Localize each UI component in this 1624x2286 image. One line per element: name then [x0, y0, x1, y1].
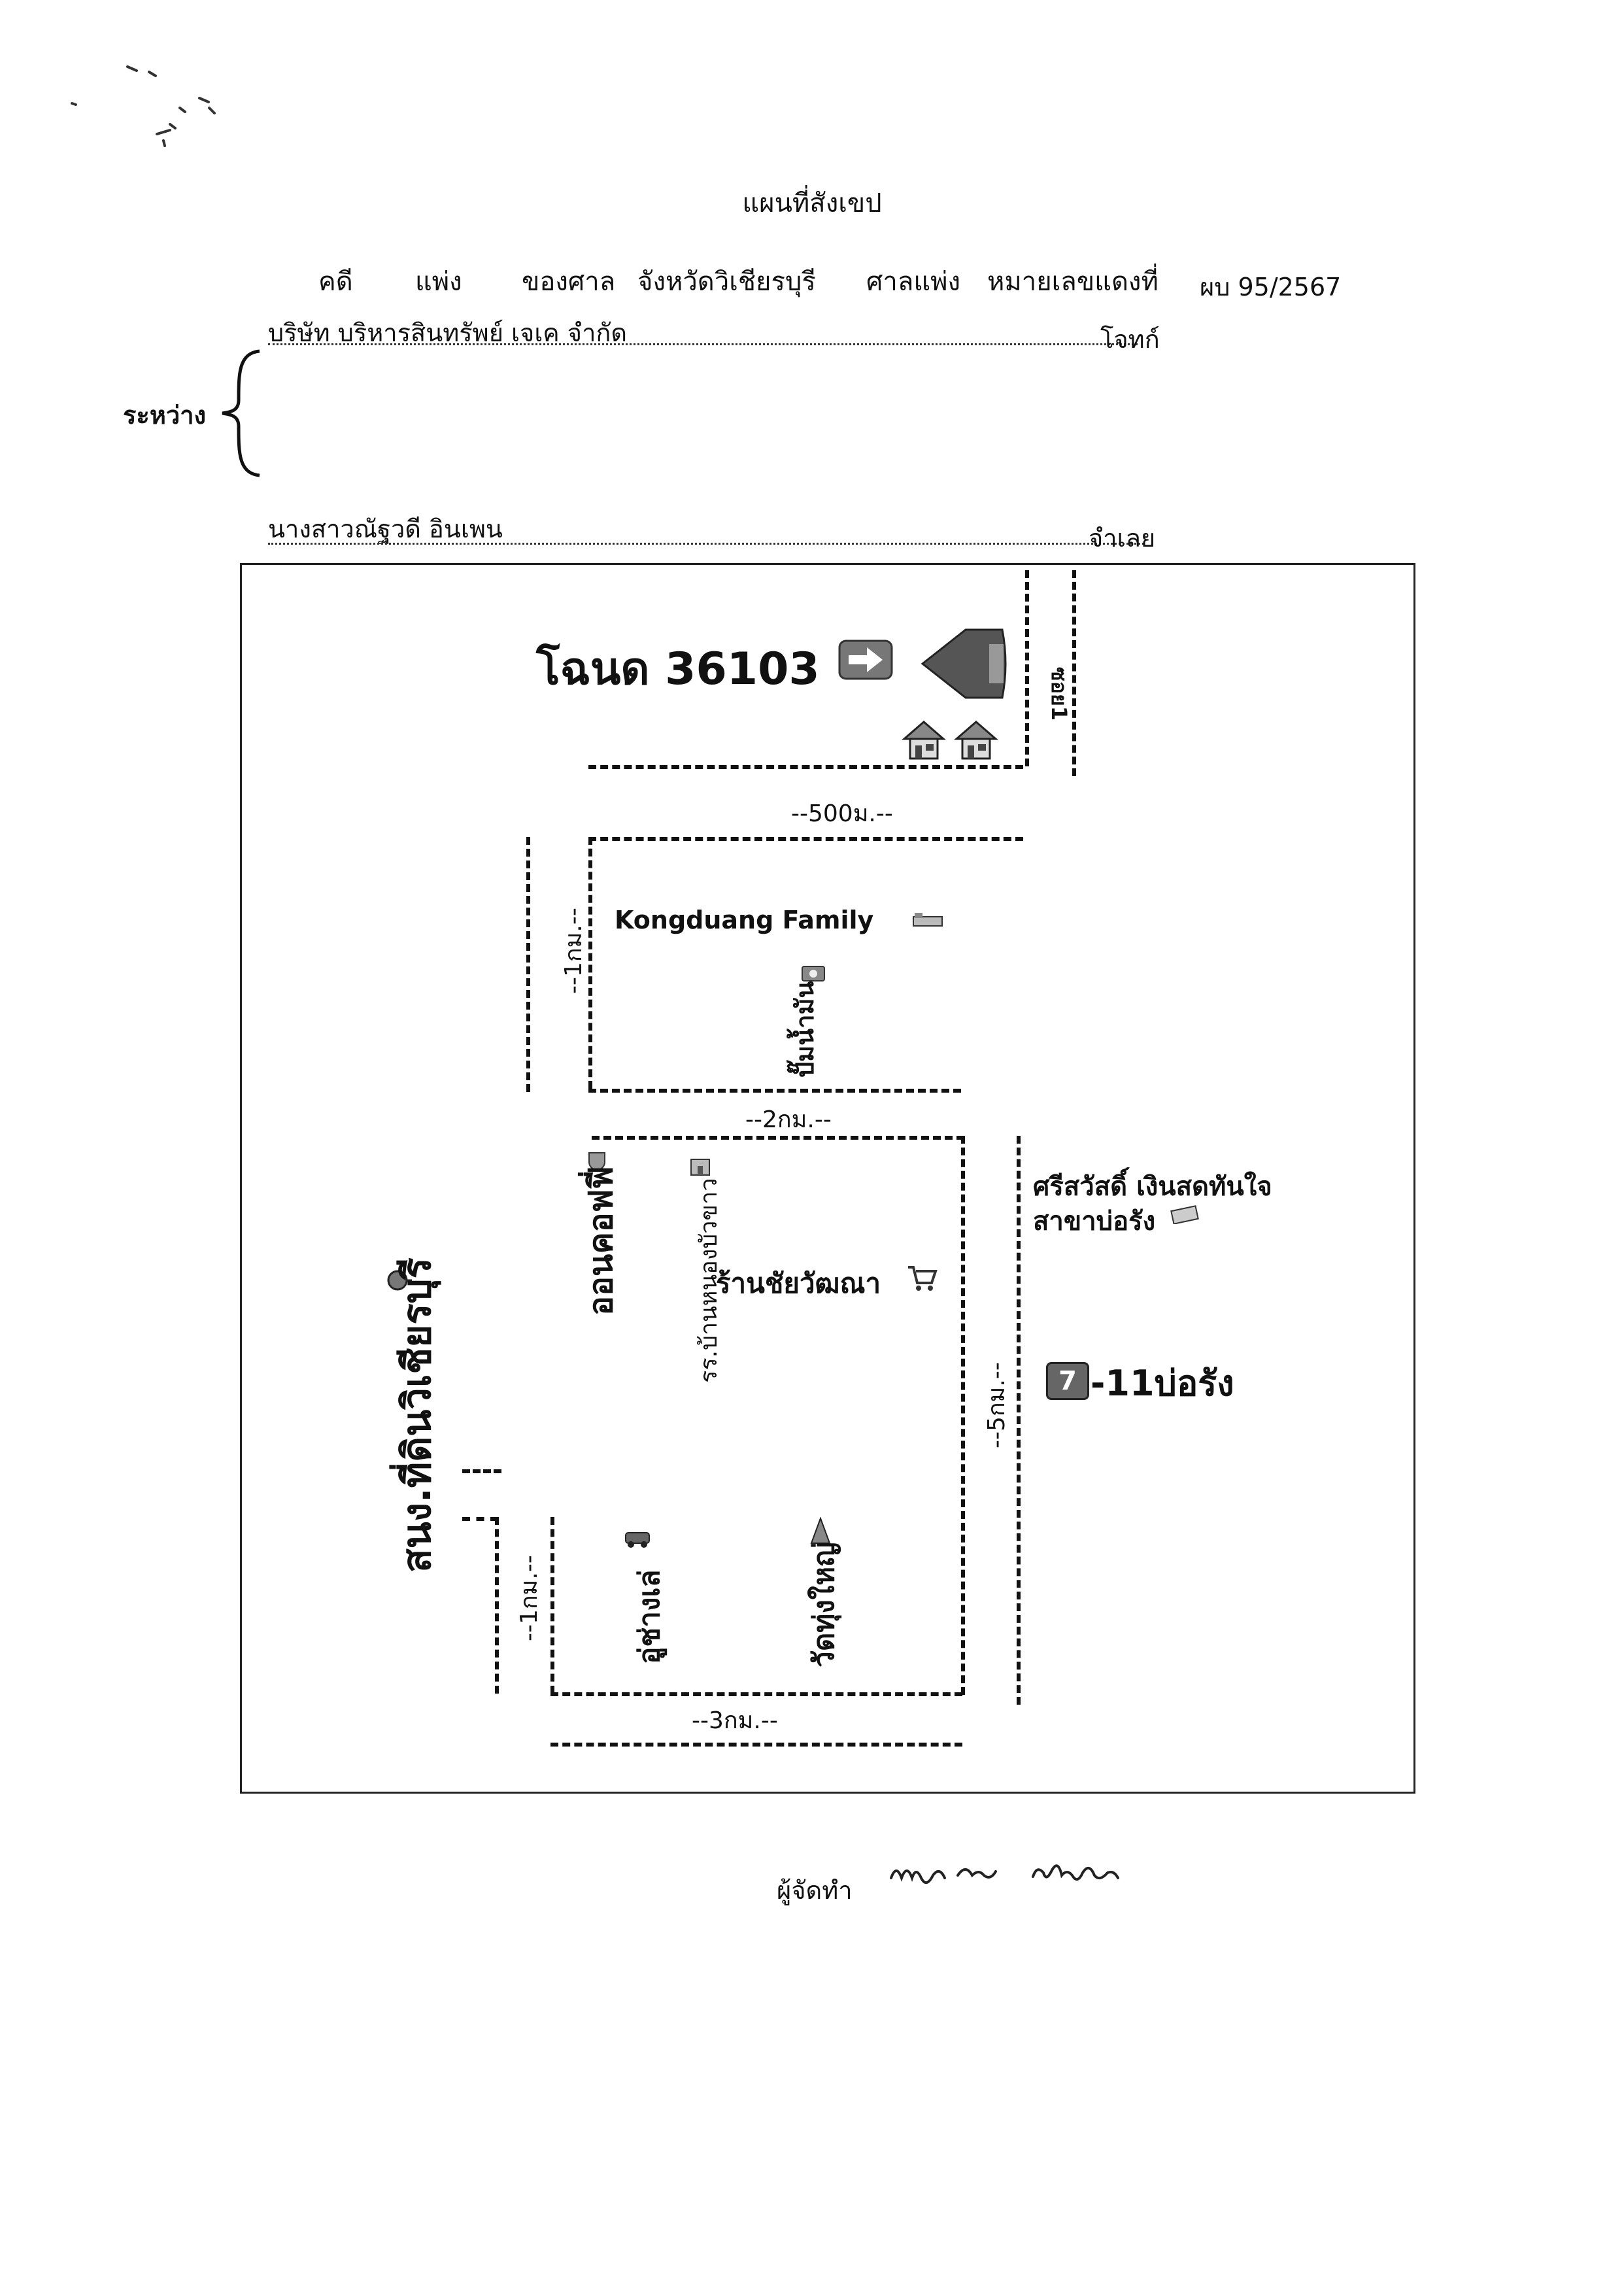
scan-marks [71, 65, 216, 147]
garage-label: อู่ช่างเล่ [633, 1569, 666, 1664]
cafe-label: ออนคอฟฟี่ [582, 1166, 620, 1316]
house-icon [901, 721, 947, 760]
brace [222, 349, 260, 477]
prepared-by-label: ผู้จัดทำ [777, 1876, 853, 1905]
defendant-role: จำเลย [1089, 524, 1156, 553]
seven-eleven-label: -11บ่อรัง [1091, 1363, 1234, 1404]
distance-1km-top: --1กม.-- [560, 908, 587, 994]
handwritten-signature [890, 1864, 1119, 1884]
soi-label: ซอย1 [1047, 667, 1072, 721]
srisawad-label-line2: สาขาบ่อรัง [1033, 1206, 1156, 1237]
road-soi-left [1025, 570, 1029, 766]
srisawad-label-line1: ศรีสวัสดิ์ เงินสดทันใจ [1033, 1172, 1272, 1202]
distance-1km-bottom: --1กม.-- [516, 1555, 543, 1641]
distance-5km: --5กม.-- [983, 1362, 1010, 1448]
distance-3km: --3กม.-- [692, 1707, 778, 1734]
road-5km [1017, 1136, 1021, 1705]
kongduang-label: Kongduang Family [615, 906, 874, 934]
road-top [588, 765, 1023, 769]
deed-label: โฉนด 36103 [536, 643, 820, 695]
map-frame [240, 563, 1415, 1794]
case-word: ศาลแพ่ง [866, 267, 961, 297]
case-word: แพ่ง [415, 267, 462, 297]
road-block1-bottom [588, 1089, 961, 1093]
road-stub-1 [462, 1469, 501, 1473]
plaintiff-name: บริษัท บริหารสินทรัพย์ เจเค จำกัด [268, 318, 628, 347]
road-1km-bottom [495, 1517, 499, 1694]
gas-station-label: ปั๊มน้ำมัน [790, 981, 819, 1078]
car-icon [625, 1532, 650, 1548]
document-title: แผนที่สังเขป [742, 188, 882, 218]
distance-2km: --2กม.-- [745, 1106, 832, 1133]
road-1km-top [526, 837, 530, 1092]
road-block3-left [550, 1517, 554, 1694]
defendant-dotted-line [268, 543, 1144, 545]
seven-eleven-badge: 7 [1046, 1362, 1089, 1400]
defendant-name: นางสาวณัฐวดี อินเพน [268, 515, 503, 543]
bed-icon [913, 913, 943, 927]
case-word: จังหวัดวิเชียรบุรี [637, 267, 816, 297]
case-word: คดี [318, 267, 353, 297]
camera-icon [802, 966, 825, 981]
road-soi-right [1072, 570, 1076, 776]
coffee-icon [588, 1152, 605, 1170]
house-icon [953, 721, 999, 760]
road-2km [592, 1136, 964, 1140]
shopping-cart-icon [908, 1266, 938, 1291]
location-pin-icon [387, 1270, 412, 1291]
distance-500m: --500ม.-- [791, 800, 893, 827]
road-block2-right [961, 1136, 965, 1695]
seven-eleven-number: 7 [1058, 1366, 1077, 1396]
road-stub-2 [462, 1517, 498, 1521]
case-word: หมายเลขแดงที่ [987, 267, 1159, 297]
plaintiff-dotted-line [268, 343, 1138, 345]
plaintiff-role: โจทก์ [1100, 325, 1160, 354]
temple-label: วัดทุ่งใหญ่ [807, 1542, 841, 1667]
money-icon [1170, 1205, 1199, 1224]
case-word: ของศาล [522, 267, 616, 297]
arrow-right-icon [838, 640, 893, 680]
land-office-label: สนง.ที่ดินวิเชียรบุรี [394, 1257, 440, 1573]
road-block3-bottom [550, 1692, 962, 1696]
location-pin-icon [921, 628, 1007, 699]
road-block1-left [588, 837, 592, 1089]
case-number: ผบ 95/2567 [1200, 273, 1342, 301]
between-label: ระหว่าง [123, 400, 207, 430]
road-3km [550, 1743, 962, 1747]
shop-label: ร้านชัยวัฒณา [716, 1267, 881, 1299]
road-500m [588, 837, 1023, 841]
temple-icon [810, 1517, 831, 1544]
school-icon [690, 1159, 710, 1176]
